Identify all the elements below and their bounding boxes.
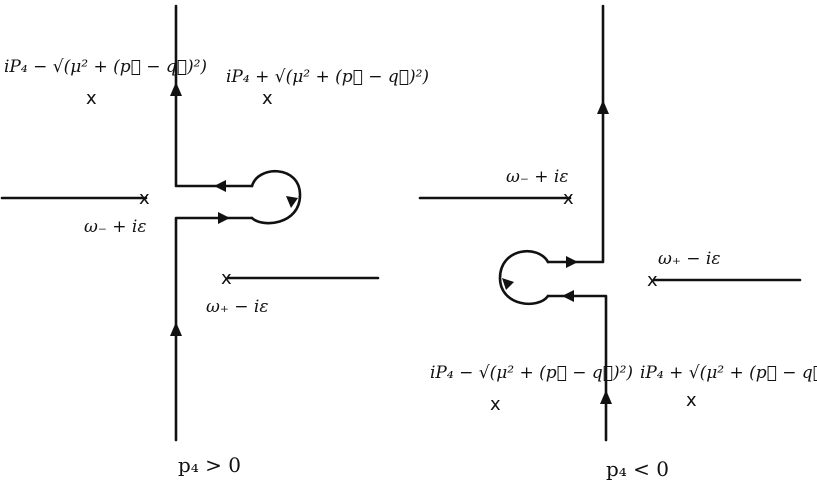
right-arrow-keyhole-in <box>562 290 574 302</box>
left-arrow-keyhole-out <box>218 212 230 224</box>
left-pole-minus-x: x <box>86 88 97 109</box>
left-arrow-loop <box>286 196 298 208</box>
left-cut-omega-plus-label: ω₊ − iε <box>206 297 268 317</box>
left-caption: p₄ > 0 <box>178 453 241 477</box>
left-panel: x ω₋ + iε x ω₊ − iε iP₄ − √(μ² + (p⃗ − q… <box>0 4 429 477</box>
right-contour-upper <box>546 4 605 264</box>
right-keyhole-loop <box>498 249 550 306</box>
right-cut-omega-plus-label: ω₊ − iε <box>658 249 720 269</box>
right-pole-minus-label: iP₄ − √(μ² + (p⃗ − q⃗)²) <box>430 363 633 383</box>
left-cut-omega-minus-x: x <box>139 188 150 209</box>
right-arrow-loop <box>502 278 514 290</box>
right-panel: x ω₋ + iε x ω₊ − iε iP₄ − √(μ² + (p⃗ − q… <box>418 4 817 481</box>
left-pole-minus-label: iP₄ − √(μ² + (p⃗ − q⃗)²) <box>4 57 207 77</box>
right-caption: p₄ < 0 <box>606 457 669 481</box>
right-arrow-keyhole-out <box>566 256 578 268</box>
left-arrow-keyhole-in <box>214 180 226 192</box>
left-keyhole-loop <box>250 170 302 225</box>
left-arrow-up-top <box>170 82 182 96</box>
right-cut-omega-minus-x: x <box>563 188 574 209</box>
left-pole-plus-x: x <box>262 88 273 109</box>
right-pole-plus-x: x <box>686 390 697 411</box>
left-contour-lower <box>174 216 254 442</box>
right-pole-minus-x: x <box>490 394 501 415</box>
right-arrow-up-bottom <box>600 390 612 404</box>
left-contour-upper <box>174 4 254 188</box>
right-cut-omega-minus-label: ω₋ + iε <box>506 167 568 187</box>
left-arrow-up-bottom <box>170 322 182 336</box>
left-cut-omega-minus-label: ω₋ + iε <box>84 217 146 237</box>
right-cut-omega-plus-x: x <box>647 270 658 291</box>
right-pole-plus-label: iP₄ + √(μ² + (p⃗ − q⃗)²) <box>640 363 817 383</box>
left-pole-plus-label: iP₄ + √(μ² + (p⃗ − q⃗)²) <box>226 67 429 87</box>
right-arrow-up-top <box>597 100 609 114</box>
left-cut-omega-plus-x: x <box>221 268 232 289</box>
